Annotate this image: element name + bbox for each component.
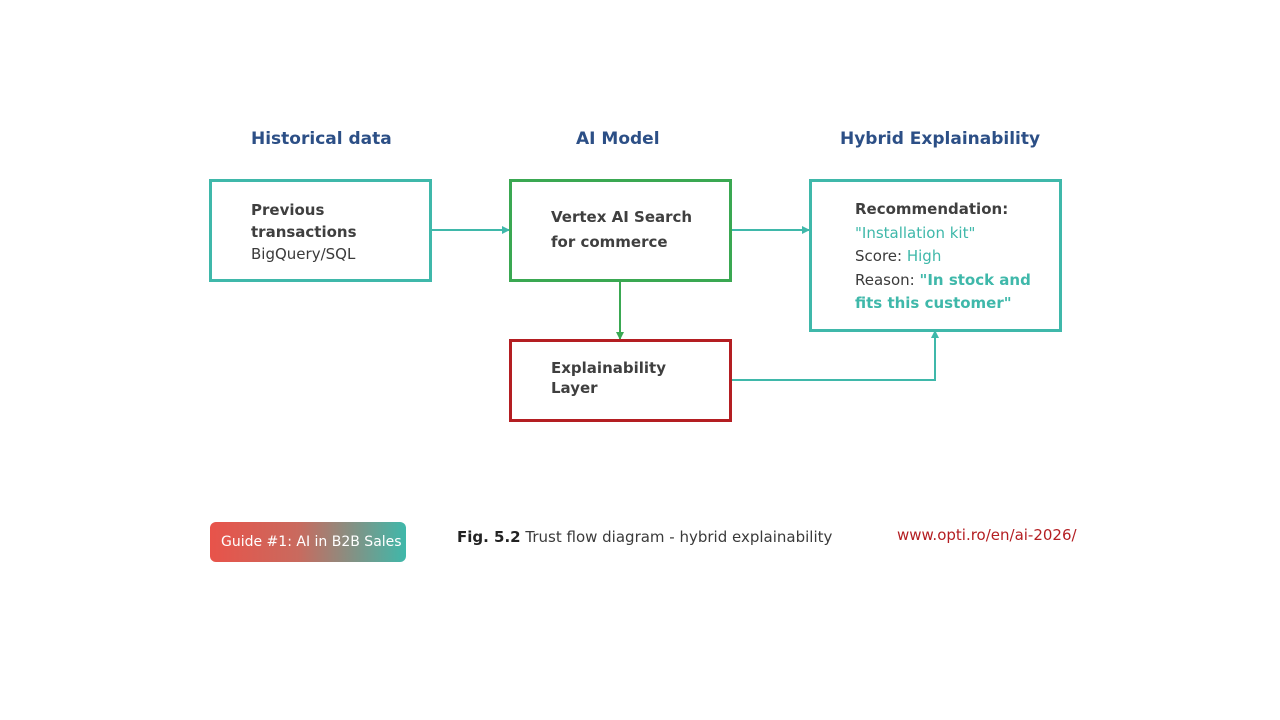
column-title-ai-model: AI Model	[576, 129, 660, 149]
historical-line-3: BigQuery/SQL	[251, 245, 356, 263]
recommendation-label: Recommendation:	[855, 200, 1009, 218]
model-line-1: Vertex AI Search	[551, 208, 693, 226]
reason-value-line-2: fits this customer"	[855, 294, 1012, 312]
reason-label: Reason:	[855, 270, 915, 289]
reason-row: Reason: "In stock and	[855, 269, 1031, 293]
recommendation-value: "Installation kit"	[855, 223, 976, 242]
score-row: Score: High	[855, 245, 1031, 269]
guide-badge: Guide #1: AI in B2B Sales	[210, 522, 406, 562]
hybrid-explainability-node: Recommendation: "Installation kit" Score…	[809, 179, 1062, 332]
figure-number: Fig. 5.2	[457, 528, 521, 546]
figure-caption: Fig. 5.2 Trust flow diagram - hybrid exp…	[457, 528, 832, 546]
arrow-layer-to-result	[731, 330, 939, 381]
column-title-hybrid-explainability: Hybrid Explainability	[840, 129, 1041, 149]
historical-data-node: Previous transactions BigQuery/SQL	[209, 179, 432, 282]
figure-caption-text: Trust flow diagram - hybrid explainabili…	[525, 528, 833, 546]
explainability-layer-node: Explainability Layer	[509, 339, 732, 422]
historical-line-2: transactions	[251, 223, 357, 241]
reason-value-line-1: "In stock and	[919, 270, 1031, 289]
historical-line-1: Previous	[251, 201, 325, 219]
score-value: High	[906, 247, 942, 265]
score-label: Score:	[855, 247, 903, 265]
ai-model-node: Vertex AI Search for commerce	[509, 179, 732, 282]
column-title-historical-data: Historical data	[251, 129, 392, 149]
layer-line-1: Explainability	[551, 359, 666, 377]
model-line-2: for commerce	[551, 233, 668, 251]
layer-line-2: Layer	[551, 379, 598, 397]
website-url[interactable]: www.opti.ro/en/ai-2026/	[897, 526, 1077, 544]
